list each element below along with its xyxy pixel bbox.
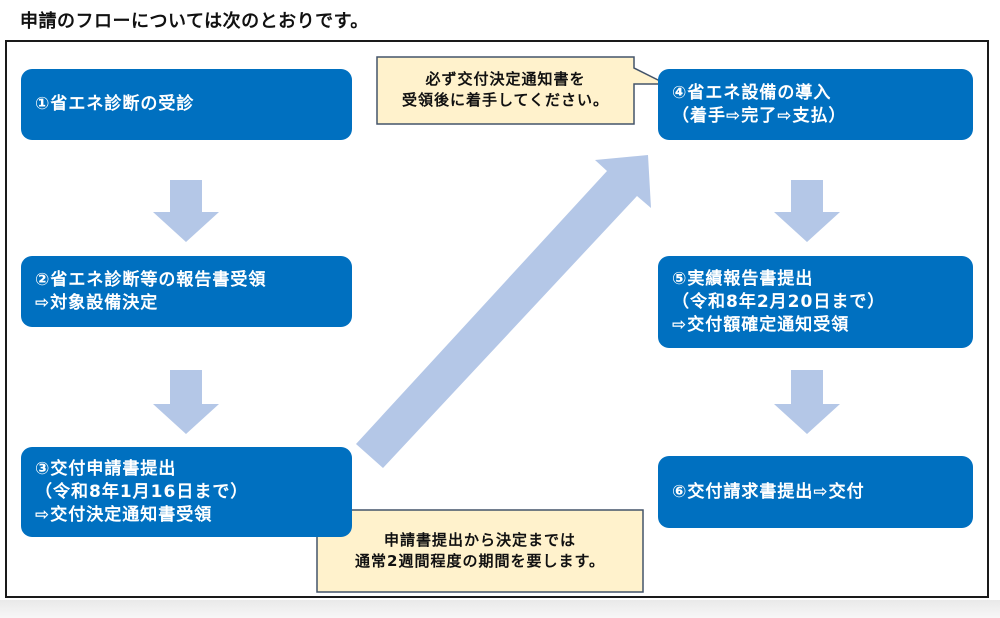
step-2-line-2: ⇨対象設備決定 (35, 292, 159, 313)
step-4-box: ④省エネ設備の導入 （着手⇨完了⇨支払） (658, 69, 973, 140)
step-1-line-1: ①省エネ診断の受診 (35, 94, 195, 114)
step-2-box: ②省エネ診断等の報告書受領 ⇨対象設備決定 (21, 256, 352, 327)
step-4-line-1: ④省エネ設備の導入 (672, 82, 832, 103)
page-title: 申請のフローについては次のとおりです。 (20, 11, 369, 32)
callout-bottom-line-2: 通常2週間程度の期間を要します。 (355, 552, 605, 570)
callout-bottom-text: 申請書提出から決定までは 通常2週間程度の期間を要します。 (317, 530, 643, 572)
step-3-box: ③交付申請書提出 （令和8年1月16日まで） ⇨交付決定通知書受領 (21, 447, 352, 537)
bottom-shade (0, 600, 1000, 618)
callout-bottom-line-1: 申請書提出から決定までは (383, 531, 576, 549)
step-3-line-3: ⇨交付決定通知書受領 (35, 504, 213, 525)
step-5-line-1: ⑤実績報告書提出 (672, 268, 814, 289)
step-5-line-3: ⇨交付額確定通知受領 (672, 314, 850, 335)
callout-top-text: 必ず交付決定通知書を 受領後に着手してください。 (377, 69, 634, 111)
step-1-box: ①省エネ診断の受診 (21, 69, 352, 140)
step-3-line-2: （令和8年1月16日まで） (35, 481, 249, 502)
step-5-line-2: （令和8年2月20日まで） (672, 291, 886, 312)
step-2-line-1: ②省エネ診断等の報告書受領 (35, 269, 267, 290)
callout-top-line-2: 受領後に着手してください。 (401, 91, 610, 109)
step-6-box: ⑥交付請求書提出⇨交付 (658, 456, 973, 528)
step-3-line-1: ③交付申請書提出 (35, 458, 177, 479)
callout-top-line-1: 必ず交付決定通知書を (425, 70, 586, 88)
step-6-line-1: ⑥交付請求書提出⇨交付 (672, 481, 865, 502)
step-5-box: ⑤実績報告書提出 （令和8年2月20日まで） ⇨交付額確定通知受領 (658, 256, 973, 348)
step-4-line-2: （着手⇨完了⇨支払） (672, 105, 847, 126)
flow-frame (5, 40, 989, 598)
